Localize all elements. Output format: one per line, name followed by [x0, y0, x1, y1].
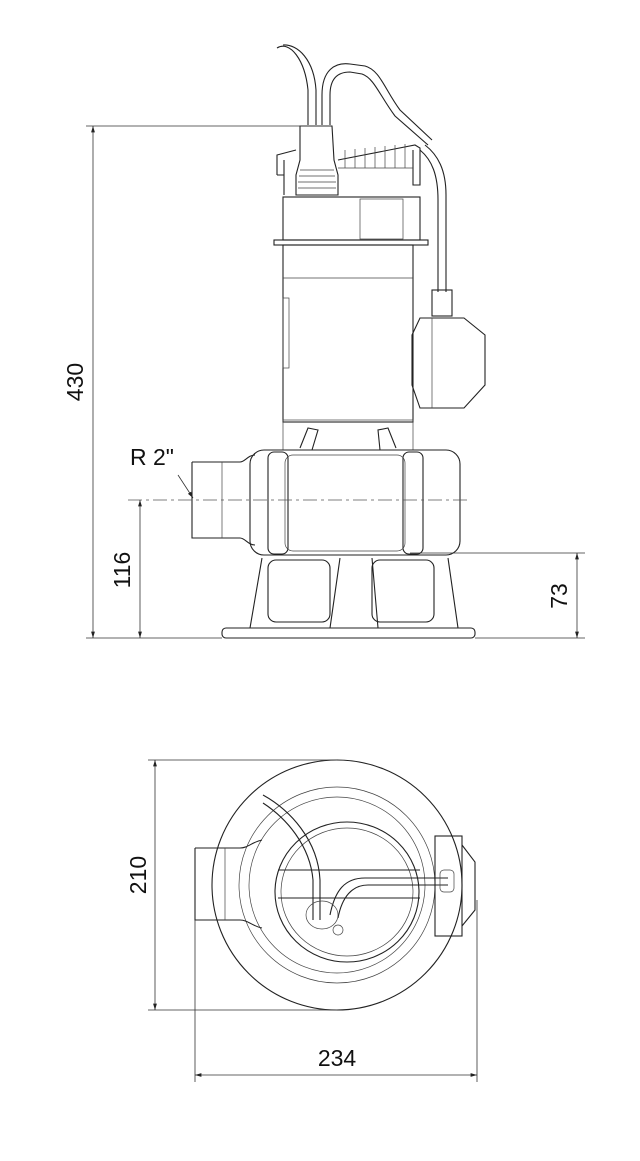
pump-volute [249, 419, 461, 556]
pump-stand [221, 557, 476, 639]
thread-label: R 2" [130, 444, 174, 470]
dimension-volute-height: 73 [410, 552, 585, 639]
dimension-label-73: 73 [546, 583, 572, 609]
top-view: 210 234 [125, 759, 478, 1082]
dimension-overall-height: 430 [62, 125, 330, 639]
dimension-depth: 210 [125, 759, 337, 1011]
motor-housing [282, 244, 414, 423]
handle [276, 144, 421, 195]
power-cable [276, 44, 433, 146]
float-switch [411, 144, 486, 409]
dimension-label-116: 116 [109, 552, 135, 589]
cable-gland [295, 125, 339, 196]
dimension-label-234: 234 [318, 1045, 357, 1071]
dimension-label-430: 430 [62, 363, 88, 401]
dimension-label-210: 210 [125, 856, 151, 894]
dimension-width: 234 [194, 900, 478, 1082]
thread-callout: R 2" [130, 444, 194, 499]
side-view: 430 116 73 R 2" [62, 44, 585, 639]
dimension-outlet-height: 116 [109, 500, 142, 638]
motor-top-cover [273, 196, 429, 246]
